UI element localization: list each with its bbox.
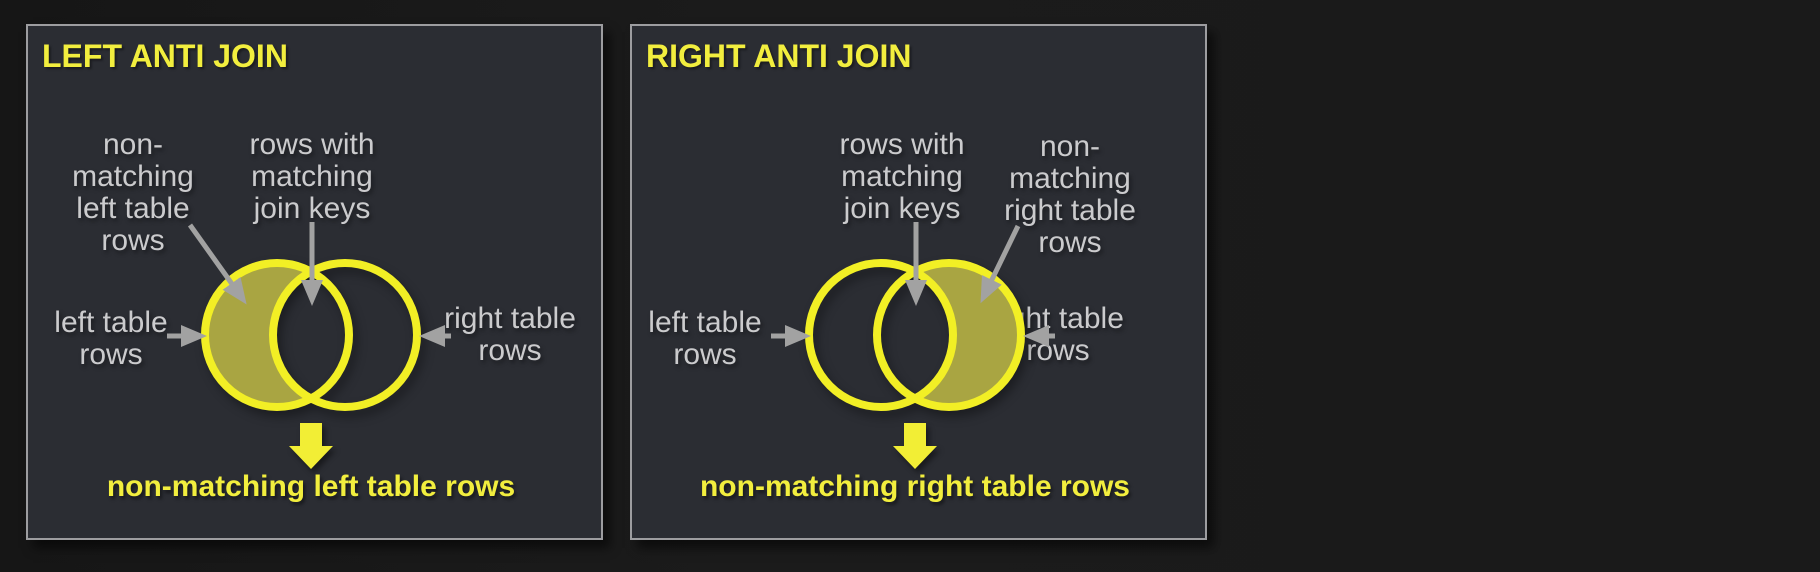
arrow-to-right-crescent-icon <box>980 224 1021 304</box>
venn-diagram-right-anti-join <box>771 222 1055 469</box>
result-label: non-matching left table rows <box>106 470 516 503</box>
right-table-circle <box>269 259 421 411</box>
venn-diagram-left-anti-join <box>167 222 451 469</box>
panel-title: RIGHT ANTI JOIN <box>646 38 912 74</box>
right-table-circle <box>873 259 1025 411</box>
panel-title: LEFT ANTI JOIN <box>42 38 288 74</box>
result-down-arrow-icon <box>289 423 333 469</box>
matching-join-keys-annotation: rows with matching join keys <box>839 128 965 225</box>
arrow-to-left-crescent-icon <box>187 223 247 305</box>
result-down-arrow-icon <box>893 423 937 469</box>
result-label: non-matching right table rows <box>699 470 1130 503</box>
matching-join-keys-annotation: rows with matching join keys <box>249 128 375 225</box>
left-table-rows-label: left table rows <box>648 306 762 371</box>
right-anti-join-panel: RIGHT ANTI JOIN rows with matching join … <box>630 24 1207 540</box>
right-table-rows-label: right table rows <box>444 302 576 367</box>
left-anti-join-panel: LEFT ANTI JOIN non- matching left table … <box>26 24 603 540</box>
non-matching-left-rows-annotation: non- matching left table rows <box>72 128 194 257</box>
non-matching-right-rows-annotation: non- matching right table rows <box>1004 130 1136 259</box>
left-table-rows-label: left table rows <box>54 306 168 371</box>
